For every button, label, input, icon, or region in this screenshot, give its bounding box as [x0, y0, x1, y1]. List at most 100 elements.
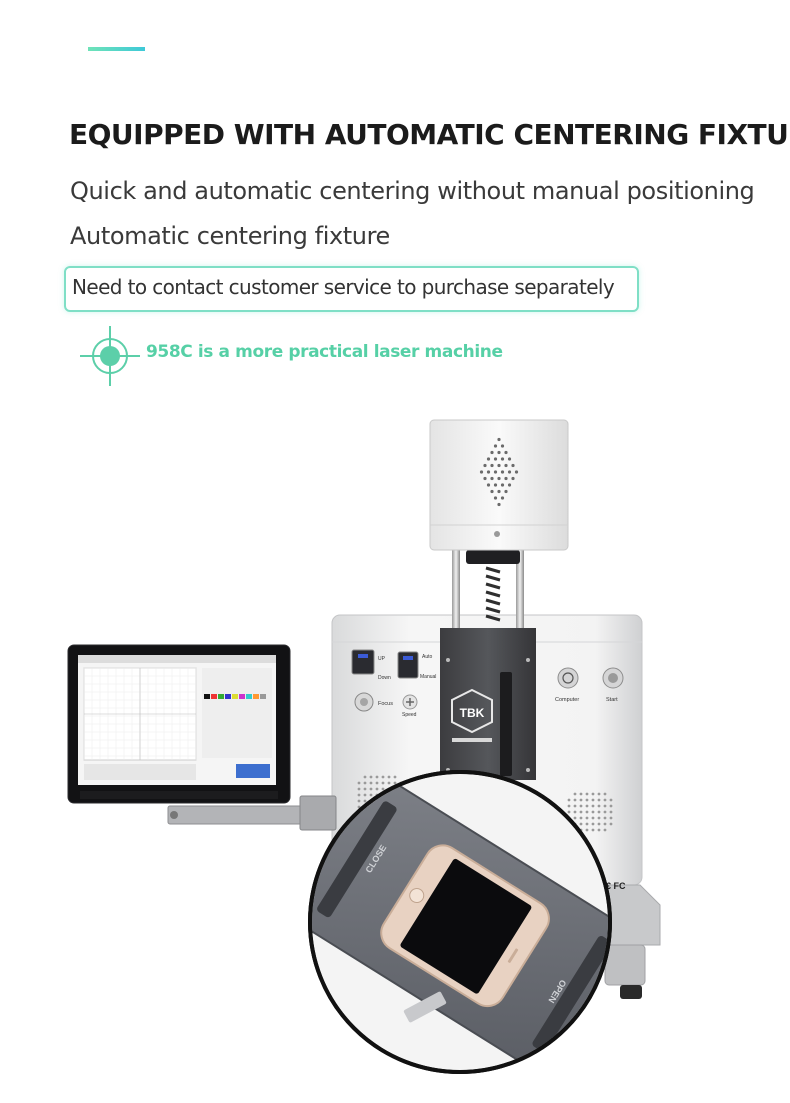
vent-hole — [375, 775, 379, 779]
vent-hole — [579, 792, 583, 796]
crosshair-target-icon — [80, 326, 140, 386]
vent-hole — [609, 816, 613, 820]
speaker-hole — [497, 437, 501, 442]
vent-hole — [573, 798, 577, 802]
vent-hole — [363, 793, 367, 797]
vent-hole — [579, 810, 583, 814]
speaker-hole — [479, 470, 484, 474]
down-label: Down — [378, 675, 391, 681]
vent-hole — [585, 816, 589, 820]
vent-hole — [591, 804, 595, 808]
speaker-hole — [486, 483, 491, 487]
vent-hole — [363, 787, 367, 791]
vent-hole — [375, 787, 379, 791]
vent-hole — [603, 798, 607, 802]
vent-hole — [381, 787, 385, 791]
vent-hole — [609, 798, 613, 802]
power-button-icon — [562, 672, 574, 684]
color-swatch — [211, 694, 217, 699]
speaker-hole — [483, 476, 487, 481]
vent-hole — [597, 810, 601, 814]
speaker-hole — [493, 470, 498, 474]
speaker-hole — [514, 470, 519, 474]
up-label: UP — [378, 656, 386, 662]
vent-hole — [387, 775, 391, 779]
vent-hole — [597, 798, 601, 802]
subtitle-line-2: Automatic centering fixture — [70, 222, 390, 250]
vent-hole — [591, 810, 595, 814]
speaker-hole — [497, 502, 501, 507]
color-swatch — [246, 694, 252, 699]
accent-bar — [88, 47, 145, 51]
auto-label: Auto — [422, 654, 433, 660]
speed-label: Speed — [402, 712, 417, 718]
vent-hole — [591, 798, 595, 802]
vent-hole — [363, 799, 367, 803]
speaker-hole — [500, 496, 505, 500]
product-photo-laser-machine: TBK UP Down Auto Manual Focus Speed Comp… — [67, 419, 661, 1074]
vent-hole — [603, 810, 607, 814]
vent-hole — [597, 822, 601, 826]
vent-hole — [393, 775, 397, 779]
vent-hole — [609, 822, 613, 826]
vent-hole — [363, 775, 367, 779]
vent-hole — [603, 804, 607, 808]
vent-hole — [579, 816, 583, 820]
vent-hole — [573, 792, 577, 796]
tagline: 958C is a more practical laser machine — [146, 342, 503, 362]
vent-hole — [369, 793, 373, 797]
speaker-hole — [497, 463, 501, 468]
focus-label: Focus — [378, 701, 393, 707]
speaker-hole — [490, 489, 494, 494]
start-label: Start — [606, 697, 618, 703]
speaker-hole — [504, 476, 508, 481]
speaker-hole — [493, 444, 498, 448]
vent-hole — [591, 828, 595, 832]
speaker-hole — [507, 457, 512, 461]
color-swatch — [253, 694, 259, 699]
vent-hole — [597, 792, 601, 796]
vent-hole — [393, 781, 397, 785]
speaker-hole — [483, 463, 487, 468]
speaker-hole — [486, 470, 491, 474]
color-swatch — [260, 694, 266, 699]
vent-hole — [579, 804, 583, 808]
vent-hole — [603, 816, 607, 820]
vent-hole — [591, 792, 595, 796]
vent-hole — [579, 798, 583, 802]
vent-hole — [603, 822, 607, 826]
speaker-hole — [511, 463, 515, 468]
speaker-hole — [497, 489, 501, 494]
vent-hole — [387, 781, 391, 785]
vent-hole — [573, 804, 577, 808]
vent-hole — [585, 828, 589, 832]
vent-hole — [585, 804, 589, 808]
speaker-hole — [500, 483, 505, 487]
speaker-hole — [493, 483, 498, 487]
brand-logo: TBK — [460, 706, 485, 720]
manual-label: Manual — [420, 674, 436, 680]
vent-hole — [381, 781, 385, 785]
computer-label: Computer — [555, 697, 579, 703]
vent-hole — [585, 810, 589, 814]
vent-hole — [585, 792, 589, 796]
vent-hole — [567, 804, 571, 808]
vent-hole — [567, 798, 571, 802]
vent-hole — [357, 805, 361, 809]
vent-hole — [363, 781, 367, 785]
speaker-hole — [507, 470, 512, 474]
speaker-hole — [507, 483, 512, 487]
vent-hole — [603, 828, 607, 832]
vent-hole — [357, 787, 361, 791]
vent-hole — [591, 816, 595, 820]
vent-hole — [369, 781, 373, 785]
speaker-hole — [490, 450, 494, 455]
speaker-hole — [504, 450, 508, 455]
speaker-hole — [511, 476, 515, 481]
vent-hole — [567, 810, 571, 814]
vent-hole — [579, 822, 583, 826]
vent-hole — [573, 816, 577, 820]
vent-hole — [573, 810, 577, 814]
speaker-hole — [500, 457, 505, 461]
speaker-hole — [500, 470, 505, 474]
